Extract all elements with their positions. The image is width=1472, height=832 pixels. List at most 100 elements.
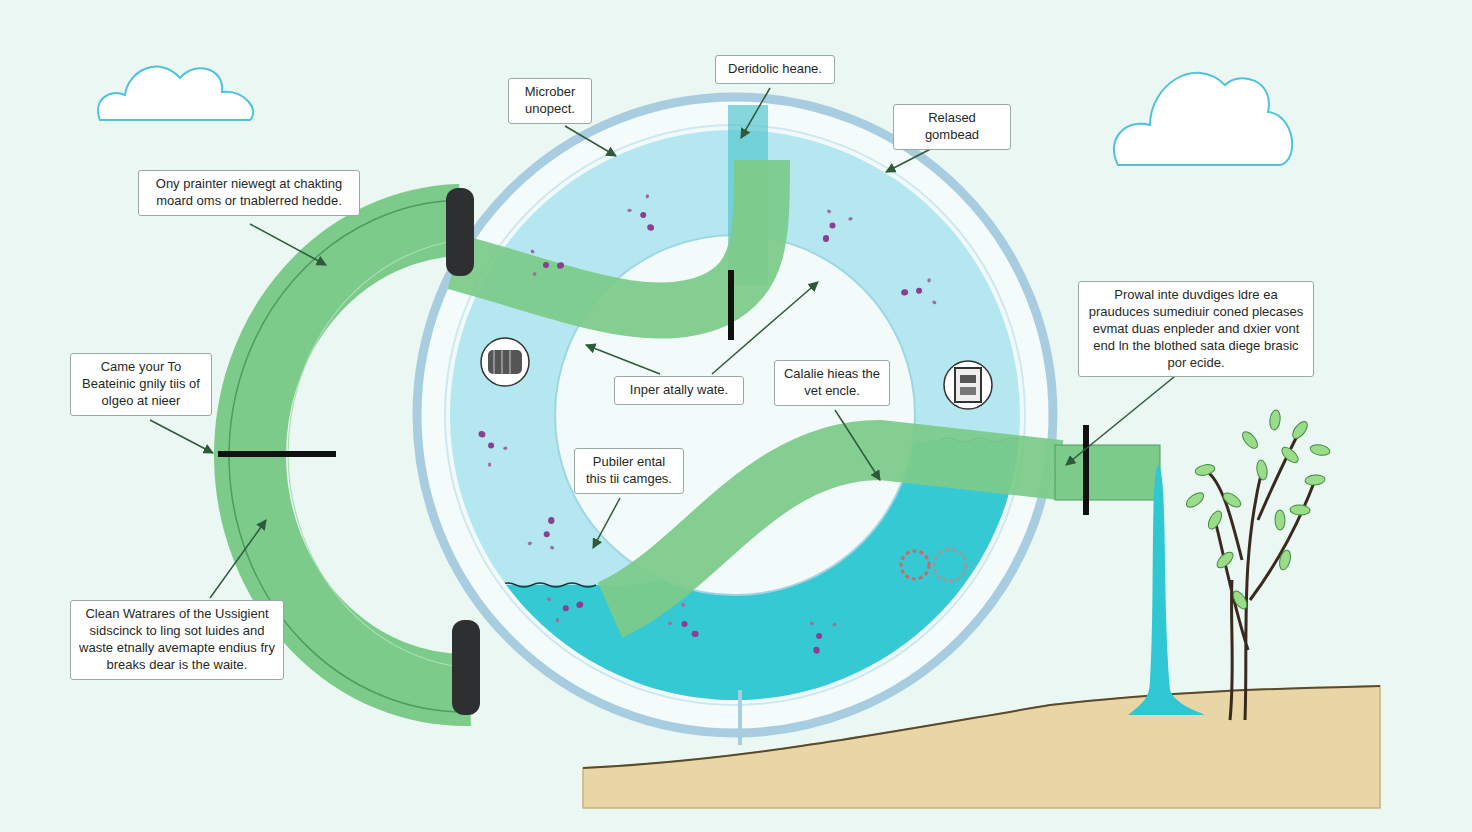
microbe-dot: [832, 623, 835, 626]
microbe-dot: [693, 631, 699, 637]
callout-text: Deridolic heane.: [724, 61, 826, 78]
leaf: [1269, 409, 1281, 430]
microbe-dot: [646, 195, 649, 198]
bubble-ring: [901, 549, 966, 581]
leaf: [1278, 549, 1293, 571]
callout-box: Ony prainter niewegt at chakting moard o…: [138, 170, 360, 216]
leaf: [1194, 463, 1216, 477]
microbe-dot: [682, 604, 685, 607]
leaf: [1240, 429, 1261, 451]
leaf: [1290, 504, 1310, 515]
microbe-dot: [479, 431, 485, 437]
microbe-dot: [849, 217, 852, 220]
microbe-dot: [488, 442, 494, 448]
leaf: [1290, 419, 1310, 441]
microbe-dot: [577, 601, 583, 607]
microbe-dot: [531, 250, 534, 253]
microbe-dot: [548, 598, 551, 601]
valve-bar: [218, 451, 336, 457]
callout-box: Prowal inte duvdiges ldre ea prauduces s…: [1078, 281, 1314, 377]
cloud: [1114, 73, 1292, 165]
microbe-dot: [479, 431, 485, 437]
valve-bar: [728, 270, 734, 340]
leaf: [1184, 490, 1206, 510]
microbe-dot: [833, 623, 836, 626]
microbe-dot: [647, 224, 653, 230]
callout-text: Microber unopect.: [517, 84, 583, 118]
callout-box: Microber unopect.: [508, 78, 592, 124]
microbe-dot: [557, 263, 563, 269]
microbe-dot: [543, 262, 549, 268]
microbe-dot: [547, 597, 550, 600]
microbe-dot: [916, 288, 922, 294]
microbe-dot: [533, 272, 536, 275]
leaf: [1255, 459, 1268, 480]
callout-text: Pubiler ental this tii camges.: [583, 454, 675, 488]
callout-text: Came your To Beateinic gnily tiis of olg…: [79, 359, 203, 410]
leader-lines: [150, 88, 1185, 598]
microbe-dot: [503, 447, 506, 450]
tank-mark: [738, 690, 742, 745]
leaf: [1230, 589, 1249, 611]
cloud: [98, 67, 253, 120]
microbe-dot: [576, 602, 582, 608]
microbe-dot: [933, 301, 936, 304]
microbe-dot: [529, 541, 532, 544]
microbe-dot: [640, 212, 646, 218]
microbe-dot: [932, 300, 935, 303]
callout-box: Deridolic heane.: [715, 55, 835, 84]
filter-icon: [481, 338, 529, 386]
leaf: [1279, 445, 1301, 466]
callout-text: Prowal inte duvdiges ldre ea prauduces s…: [1087, 287, 1305, 371]
leaf: [1221, 490, 1243, 509]
callout-box: Calalie hieas the vet encle.: [774, 360, 890, 406]
leaf: [1275, 510, 1285, 530]
leaf: [1206, 509, 1225, 531]
microbe-dot: [810, 622, 813, 625]
microbe-dot: [548, 518, 554, 524]
microbe-dot: [504, 446, 507, 449]
microbe-dot: [669, 621, 672, 624]
callout-text: Ony prainter niewegt at chakting moard o…: [147, 176, 351, 210]
callout-text: Inper atally wate.: [623, 382, 735, 399]
microbe-dot: [902, 289, 908, 295]
microbe-dot: [827, 209, 830, 212]
water-pool: [430, 440, 1060, 760]
valve-bar: [1083, 425, 1089, 515]
microbe-dot: [823, 235, 829, 241]
tree: [1184, 409, 1331, 720]
leaf: [1309, 443, 1331, 457]
microbe-dot: [928, 278, 931, 281]
microbe-dot: [682, 621, 688, 627]
leaf: [1305, 474, 1326, 486]
microbe-dot: [692, 631, 698, 637]
outlet-pipe: [1055, 445, 1160, 500]
callout-text: Calalie hieas the vet encle.: [783, 366, 881, 400]
microbe-dot: [816, 633, 822, 639]
microbe-dot: [811, 622, 814, 625]
microbe-dot: [563, 605, 569, 611]
microbe-dot: [533, 273, 536, 276]
pipe-clamp: [452, 620, 480, 715]
microbe-dot: [830, 222, 836, 228]
microbe-dot: [488, 462, 491, 465]
callout-box: Relased gombead: [893, 104, 1011, 150]
microbe-dot: [551, 546, 554, 549]
microbe-dot: [668, 622, 671, 625]
callout-box: Pubiler ental this tii camges.: [574, 448, 684, 494]
microbe-dot: [627, 209, 630, 212]
meter-icon: [944, 361, 992, 409]
microbe-dot: [556, 618, 559, 621]
microbe-dot: [628, 209, 631, 212]
callout-box: Inper atally wate.: [614, 376, 744, 405]
microbe-dot: [544, 531, 550, 537]
microbe-dot: [813, 647, 819, 653]
microbe-dot: [528, 542, 531, 545]
microbe-dot: [828, 210, 831, 213]
pipe-clamp: [446, 188, 474, 276]
microbe-dot: [901, 290, 907, 296]
microbe-dot: [531, 249, 534, 252]
pipe: [455, 160, 762, 311]
